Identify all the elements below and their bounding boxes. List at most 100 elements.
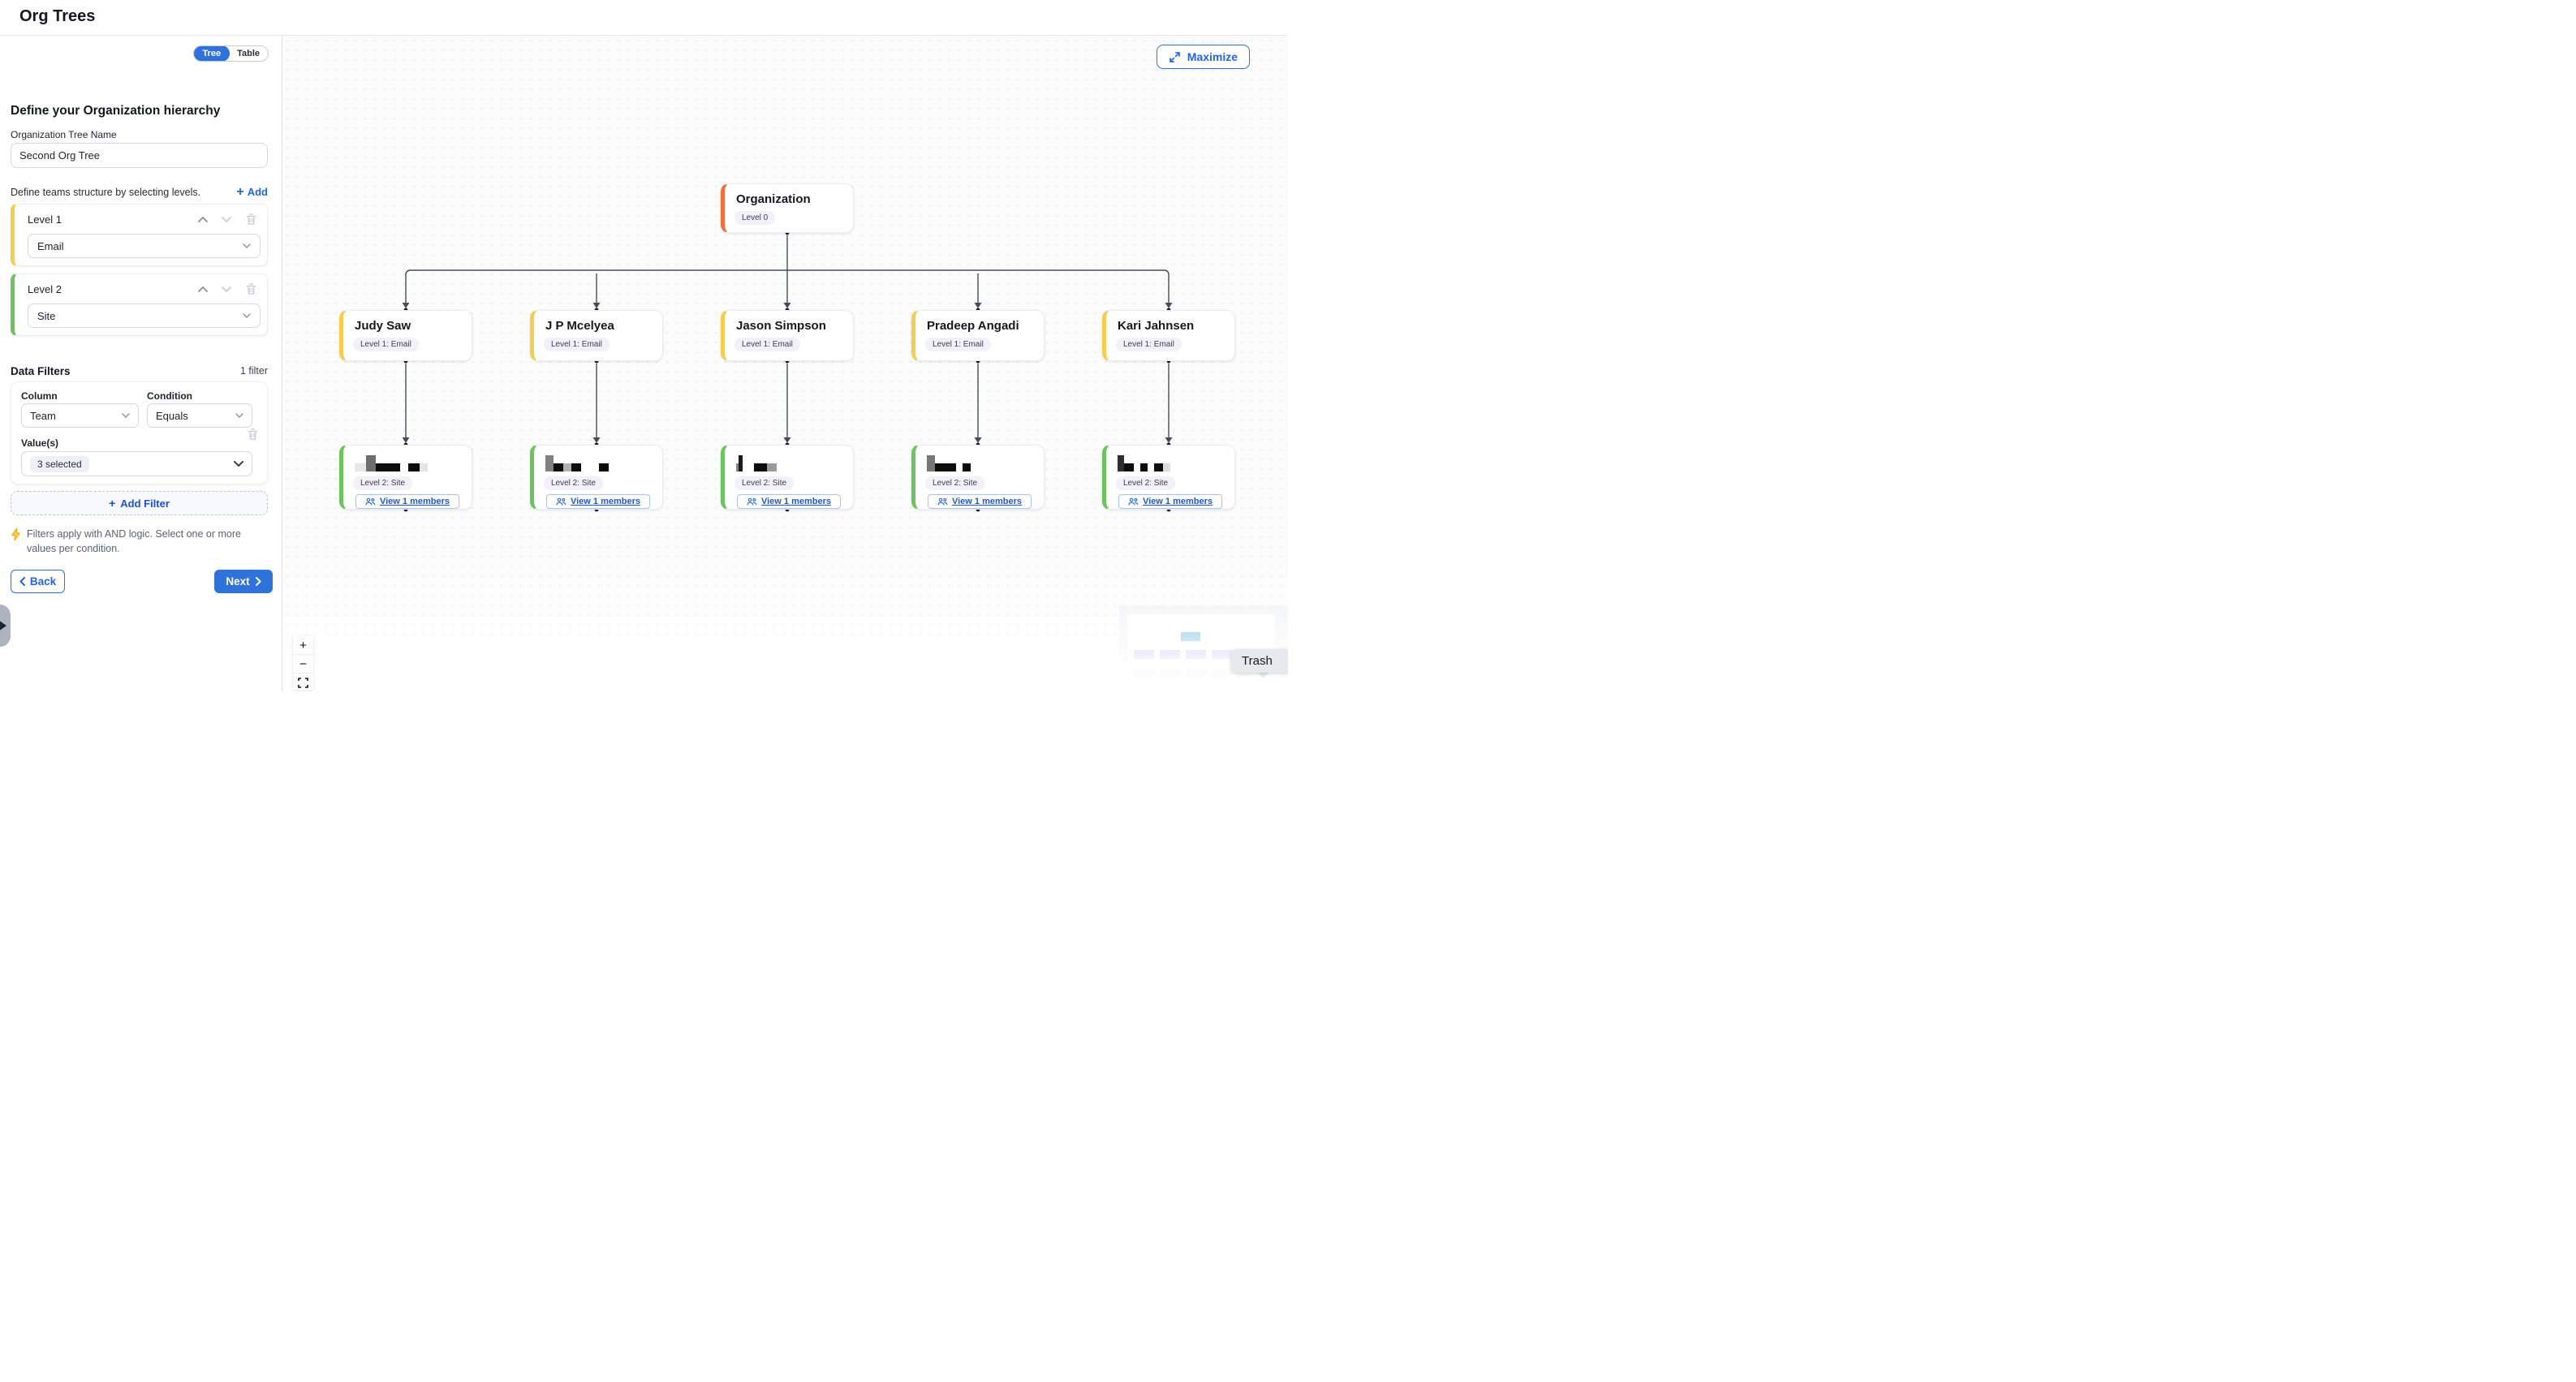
org-root-node[interactable]: Organization Level 0 bbox=[721, 183, 854, 233]
minimap-level2-node bbox=[1160, 668, 1180, 677]
level-field-select[interactable]: Email bbox=[28, 234, 261, 258]
filter-count: 1 filter bbox=[240, 365, 268, 377]
redacted-text-block bbox=[1140, 463, 1148, 471]
lightning-icon bbox=[11, 527, 21, 541]
delete-level-trash-icon[interactable] bbox=[245, 282, 257, 295]
level1-node[interactable]: Kari Jahnsen Level 1: Email bbox=[1102, 310, 1235, 361]
node-title: Jason Simpson bbox=[736, 319, 853, 333]
chevron-down-icon bbox=[234, 461, 243, 467]
view-members-button[interactable]: View 1 members bbox=[355, 494, 459, 509]
chevron-down-icon bbox=[243, 243, 251, 248]
level2-node[interactable]: Level 2: Site View 1 members bbox=[530, 445, 663, 510]
maximize-button[interactable]: Maximize bbox=[1157, 45, 1250, 69]
redacted-text-block bbox=[355, 463, 366, 471]
redacted-node-title bbox=[355, 455, 472, 471]
condition-label: Condition bbox=[147, 390, 192, 402]
minimap-level1-node bbox=[1186, 650, 1206, 659]
level2-node[interactable]: Level 2: Site View 1 members bbox=[1102, 445, 1235, 510]
move-up-icon[interactable] bbox=[198, 286, 208, 292]
level1-node[interactable]: J P Mcelyea Level 1: Email bbox=[530, 310, 663, 361]
node-title: Pradeep Angadi bbox=[927, 319, 1044, 333]
node-title: Organization bbox=[736, 192, 853, 206]
level-badge: Level 1: Email bbox=[544, 338, 610, 351]
level-badge: Level 2: Site bbox=[734, 476, 794, 490]
level2-node[interactable]: Level 2: Site View 1 members bbox=[339, 445, 472, 510]
chevron-left-icon bbox=[19, 577, 25, 586]
chevron-right-icon bbox=[256, 577, 261, 586]
plus-icon: + bbox=[109, 498, 115, 509]
redacted-node-title bbox=[1118, 455, 1234, 471]
back-button[interactable]: Back bbox=[11, 570, 65, 593]
node-title: J P Mcelyea bbox=[545, 319, 662, 333]
filter-card: Column Condition Team Equals Value(s) 3 … bbox=[11, 381, 268, 484]
redacted-node-title bbox=[927, 455, 1044, 471]
move-down-icon[interactable] bbox=[222, 286, 231, 292]
add-level-button[interactable]: + Add bbox=[236, 185, 268, 198]
view-members-button[interactable]: View 1 members bbox=[928, 494, 1032, 509]
level-card-2: Level 2 Site bbox=[11, 273, 268, 336]
level1-node[interactable]: Pradeep Angadi Level 1: Email bbox=[911, 310, 1045, 361]
expand-icon bbox=[1169, 51, 1181, 63]
tree-connectors bbox=[282, 36, 1288, 691]
chevron-down-icon bbox=[243, 313, 251, 318]
minimap-level1-node bbox=[1212, 650, 1232, 659]
trash-tooltip: Trash bbox=[1231, 649, 1288, 673]
level2-node[interactable]: Level 2: Site View 1 members bbox=[721, 445, 854, 510]
redacted-text-block bbox=[767, 463, 777, 471]
users-icon bbox=[747, 497, 757, 506]
redacted-text-block bbox=[1124, 463, 1134, 471]
view-members-button[interactable]: View 1 members bbox=[546, 494, 650, 509]
add-filter-button[interactable]: + Add Filter bbox=[11, 491, 268, 515]
minimap[interactable] bbox=[1119, 605, 1288, 691]
play-arrow-icon bbox=[0, 620, 6, 631]
minimap-root-node bbox=[1181, 632, 1200, 641]
level1-node[interactable]: Judy Saw Level 1: Email bbox=[339, 310, 472, 361]
view-members-button[interactable]: View 1 members bbox=[1118, 494, 1222, 509]
level-field-select[interactable]: Site bbox=[28, 304, 261, 328]
toggle-tree[interactable]: Tree bbox=[193, 45, 230, 62]
users-icon bbox=[1128, 497, 1139, 506]
level1-node[interactable]: Jason Simpson Level 1: Email bbox=[721, 310, 854, 361]
column-label: Column bbox=[21, 390, 58, 402]
redacted-text-block bbox=[554, 463, 563, 471]
tree-name-input[interactable] bbox=[11, 143, 268, 168]
filter-values-select[interactable]: 3 selected bbox=[21, 451, 252, 476]
level-badge: Level 2: Site bbox=[1116, 476, 1175, 490]
redacted-text-block bbox=[754, 463, 767, 471]
zoom-in-button[interactable]: + bbox=[293, 636, 313, 655]
next-button[interactable]: Next bbox=[214, 570, 273, 593]
minimap-level2-node bbox=[1186, 668, 1206, 677]
chevron-down-icon bbox=[235, 413, 243, 418]
move-up-icon[interactable] bbox=[198, 217, 208, 222]
view-members-button[interactable]: View 1 members bbox=[737, 494, 841, 509]
redacted-text-block bbox=[571, 463, 581, 471]
tree-name-label: Organization Tree Name bbox=[11, 129, 117, 140]
level2-node[interactable]: Level 2: Site View 1 members bbox=[911, 445, 1045, 510]
level-badge: Level 1: Email bbox=[353, 338, 419, 351]
users-icon bbox=[556, 497, 566, 506]
filter-condition-select[interactable]: Equals bbox=[147, 403, 252, 428]
node-title: Judy Saw bbox=[355, 319, 472, 333]
redacted-text-block bbox=[376, 463, 400, 471]
fit-view-button[interactable] bbox=[293, 674, 313, 690]
filters-note: Filters apply with AND logic. Select one… bbox=[11, 527, 254, 556]
filter-column-select[interactable]: Team bbox=[21, 403, 139, 428]
org-tree-canvas[interactable]: Organization Level 0 Judy Saw Level 1: Em… bbox=[282, 36, 1288, 691]
delete-level-trash-icon[interactable] bbox=[245, 213, 257, 226]
redacted-text-block bbox=[1154, 463, 1163, 471]
data-filters-title: Data Filters bbox=[11, 365, 71, 377]
fit-view-icon bbox=[298, 678, 308, 688]
toggle-table[interactable]: Table bbox=[229, 46, 268, 61]
delete-filter-trash-icon[interactable] bbox=[247, 428, 259, 441]
values-chip: 3 selected bbox=[30, 456, 89, 472]
redacted-text-block bbox=[545, 455, 554, 471]
redacted-text-block bbox=[1163, 463, 1170, 471]
redacted-text-block bbox=[963, 463, 971, 471]
sidebar-collapse-handle[interactable] bbox=[0, 605, 11, 647]
level-badge: Level 1: Email bbox=[734, 338, 800, 351]
redacted-node-title bbox=[545, 455, 662, 471]
move-down-icon[interactable] bbox=[222, 217, 231, 222]
app-header: Org Trees bbox=[0, 0, 1288, 36]
chevron-down-icon bbox=[122, 413, 130, 418]
zoom-out-button[interactable]: − bbox=[293, 655, 313, 674]
